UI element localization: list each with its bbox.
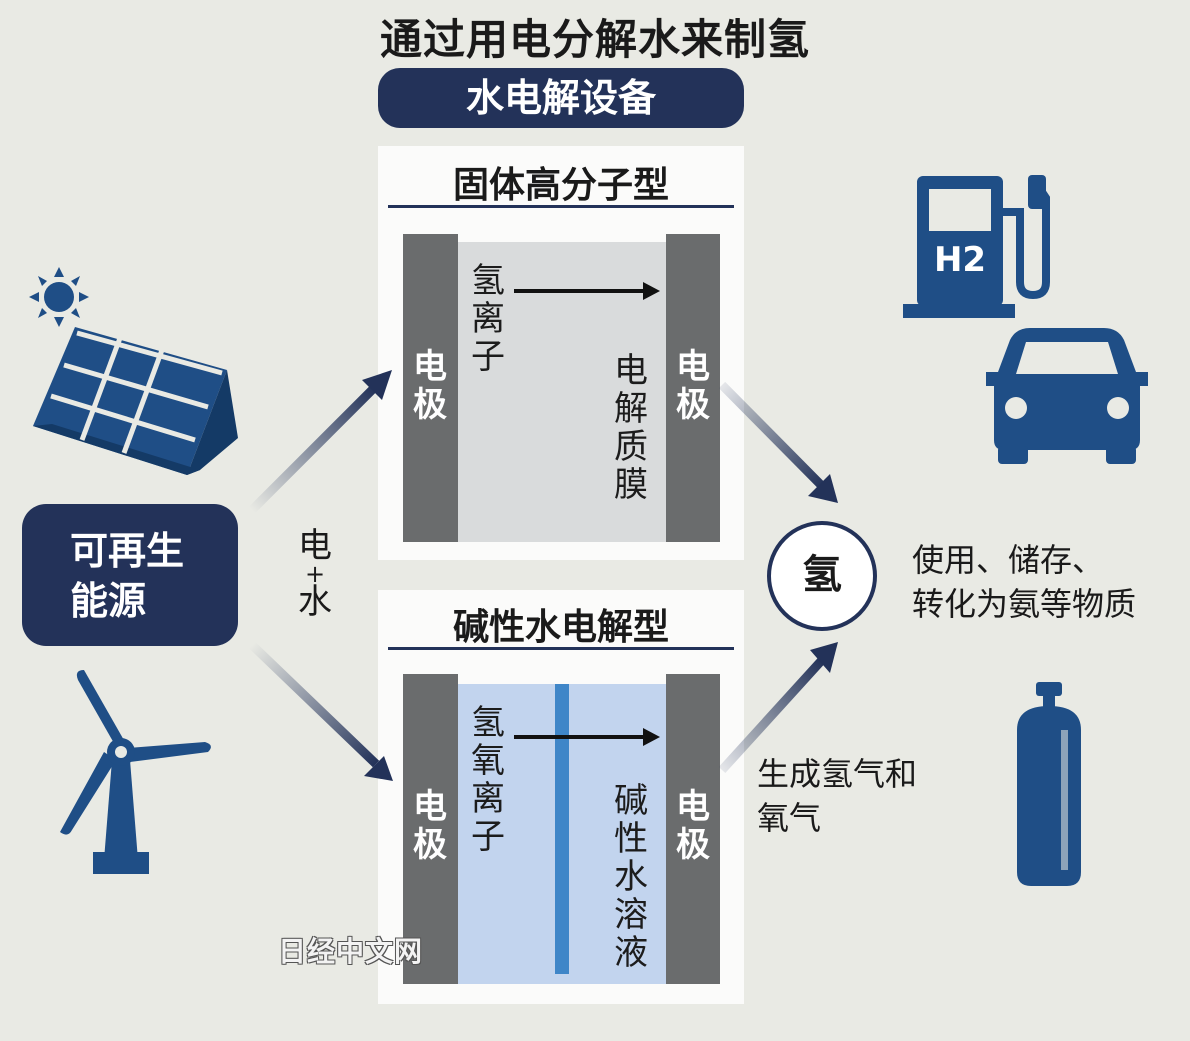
alkaline-electrode-right [666, 674, 720, 984]
page-title: 通过用电分解水来制氢 [379, 15, 810, 64]
solar-panel-icon [33, 327, 238, 475]
alkaline-output-note: 生成氢气和 氧气 [757, 752, 967, 840]
usage-line2: 转化为氨等物质 [912, 585, 1137, 623]
hydrogen-pump-icon [903, 175, 1050, 318]
pump-label: H2 [933, 240, 987, 280]
pem-title-rule [388, 205, 734, 208]
arrow-alkaline-to-hydrogen [718, 642, 838, 774]
renewable-label-line1: 可再生 [70, 529, 185, 573]
gas-cylinder-icon [1017, 682, 1081, 886]
pem-ion-label: 氢离子 [471, 261, 505, 377]
arrow-to-alkaline [248, 641, 393, 781]
pem-electrode-right [666, 234, 720, 542]
input-label-plus: + [304, 560, 326, 588]
sun-icon [29, 267, 89, 327]
alkaline-ion-arrow [514, 728, 660, 746]
renewable-energy-box: 可再生 能源 [22, 504, 238, 646]
arrow-pem-to-hydrogen [718, 381, 838, 503]
pem-ion-arrow [514, 282, 660, 300]
pem-membrane-label: 电解质膜 [614, 351, 648, 505]
usage-note: 使用、储存、 转化为氨等物质 [912, 538, 1182, 626]
alkaline-electrode-right-label: 电极 [676, 787, 710, 865]
watermark: 日经中文网 [278, 935, 424, 968]
alkaline-solution-label: 碱性水溶液 [614, 781, 648, 973]
hydrogen-node: 氢 [767, 521, 877, 631]
pem-electrode-right-label: 电极 [676, 347, 710, 425]
output-line2: 氧气 [757, 799, 822, 837]
alkaline-title: 碱性水电解型 [452, 607, 669, 648]
alkaline-electrode-left [403, 674, 458, 984]
alkaline-ion-label: 氢氧离子 [471, 703, 505, 857]
wind-turbine-icon [60, 670, 211, 874]
car-icon [986, 328, 1148, 464]
alkaline-title-rule [388, 647, 734, 650]
renewable-label-line2: 能源 [70, 579, 147, 623]
input-label-bottom: 水 [298, 582, 332, 622]
pem-electrode-left-label: 电极 [413, 347, 447, 425]
alkaline-electrode-left-label: 电极 [413, 787, 447, 865]
arrow-to-pem [248, 370, 392, 514]
usage-line1: 使用、储存、 [912, 541, 1105, 579]
output-line1: 生成氢气和 [757, 755, 918, 793]
pem-electrode-left [403, 234, 458, 542]
input-label-top: 电 [298, 526, 332, 566]
equipment-label: 水电解设备 [378, 68, 744, 128]
pem-title: 固体高分子型 [452, 165, 669, 206]
alkaline-separator [555, 684, 569, 974]
input-label: 电 + 水 [295, 528, 335, 620]
